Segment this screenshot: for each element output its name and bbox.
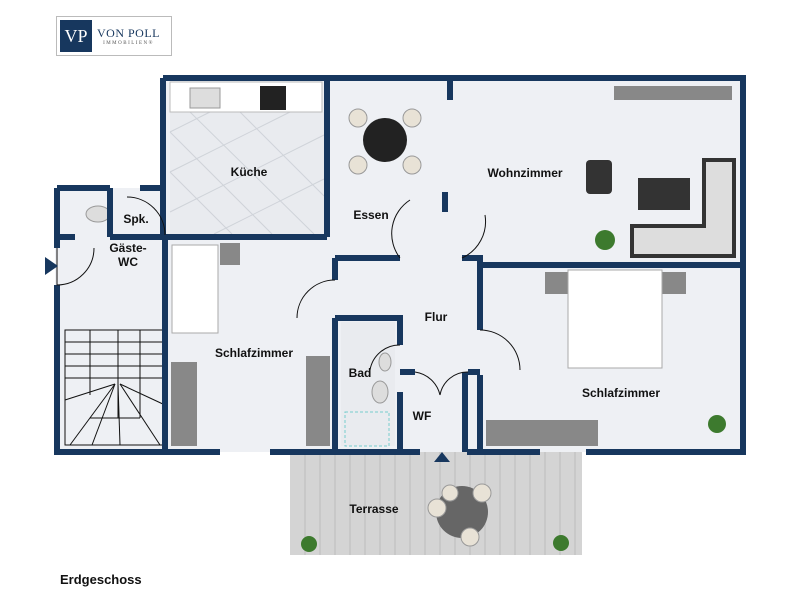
logo-mark: VP <box>60 20 92 52</box>
coffee-table <box>638 178 690 210</box>
wardrobe <box>306 356 330 446</box>
room-label-gaeste-wc-2: WC <box>118 255 138 269</box>
dining-table <box>363 118 407 162</box>
plant-icon <box>708 415 726 433</box>
bathroom-tiles <box>341 322 395 446</box>
stove-icon <box>260 86 286 110</box>
toilet-icon <box>85 205 111 223</box>
room-label-schlafzimmer-left: Schlafzimmer <box>214 346 294 360</box>
terrace <box>290 452 582 555</box>
logo-name: VON POLL <box>97 26 160 40</box>
armchair <box>586 160 612 194</box>
room-label-flur: Flur <box>424 310 448 324</box>
single-bed <box>171 244 219 334</box>
room-label-schlafzimmer-right: Schlafzimmer <box>581 386 661 400</box>
floor-label: Erdgeschoss <box>60 572 142 587</box>
logo-sub: IMMOBILIEN® <box>103 41 154 46</box>
wardrobe <box>171 362 197 446</box>
room-label-bad: Bad <box>348 366 372 380</box>
room-label-spk: Spk. <box>123 212 149 226</box>
doors <box>56 196 521 396</box>
sink-icon <box>189 87 221 109</box>
room-label-kueche: Küche <box>230 165 268 179</box>
room-label-gaeste-wc-1: Gäste- <box>109 241 147 255</box>
plant-icon <box>595 230 615 250</box>
sink-icon <box>378 352 392 372</box>
staircase <box>64 329 166 446</box>
room-label-wf: WF <box>412 409 432 423</box>
room-label-terrasse: Terrasse <box>349 502 399 516</box>
room-label-wohnzimmer: Wohnzimmer <box>487 166 563 180</box>
room-label-essen: Essen <box>353 208 389 222</box>
shower <box>344 411 390 447</box>
plant-icon <box>553 535 569 551</box>
von-poll-logo: VP VON POLL IMMOBILIEN® <box>56 16 172 56</box>
entrance-arrow-icon <box>45 257 58 275</box>
double-bed <box>567 269 663 369</box>
wardrobe <box>486 420 598 446</box>
walls <box>54 75 746 455</box>
sofa <box>630 158 736 258</box>
plant-icon <box>301 536 317 552</box>
toilet-icon <box>371 380 389 404</box>
terrace-entrance-arrow-icon <box>434 452 450 462</box>
tv-board <box>614 86 732 100</box>
